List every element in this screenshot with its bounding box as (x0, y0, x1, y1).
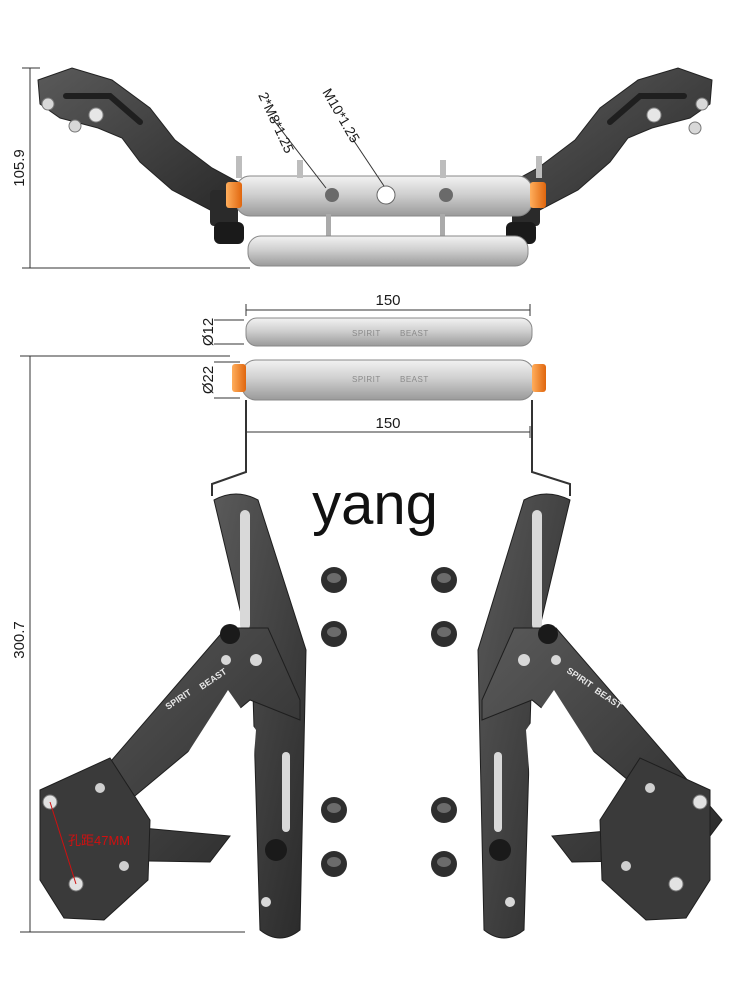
right-bracket: SPIRIT BEAST (477, 400, 723, 939)
bar22-brand-right: BEAST (400, 375, 429, 384)
dimension-label-bar22-length: 150 (375, 415, 400, 432)
left-arm-top (37, 67, 244, 244)
grommet (431, 851, 457, 877)
grommet (321, 621, 347, 647)
grommet (321, 797, 347, 823)
dimension-label-bar22-diameter: Ø22 (200, 366, 217, 394)
dimension-label-total-height: 300.7 (11, 621, 28, 659)
callout-m10: M10*1.25 (319, 86, 385, 187)
grommet-set (321, 567, 457, 877)
bar22-brand-left: SPIRIT (352, 375, 381, 384)
bar12-brand-right: BEAST (400, 329, 429, 338)
bar-12mm: 150 SPIRIT BEAST Ø12 (200, 292, 533, 347)
grommet (431, 567, 457, 593)
watermark-text: yang (312, 472, 438, 537)
grommet (321, 851, 347, 877)
assembled-view: 105.9 (11, 67, 713, 269)
dimension-label-bar12-length: 150 (375, 292, 400, 309)
bar-22mm: SPIRIT BEAST Ø22 150 (200, 359, 546, 438)
dimension-label-bar12-diameter: Ø12 (200, 318, 217, 346)
hole-spacing-label: 孔距47MM (68, 833, 130, 848)
left-bracket: SPIRIT BEAST 孔距47MM (39, 400, 307, 939)
grommet (431, 621, 457, 647)
dimension-label-top-height: 105.9 (11, 149, 28, 187)
callout-m8: 2*M8*1.25 (255, 90, 327, 189)
crossbar-top (226, 156, 546, 267)
dimension-top-height: 105.9 (11, 67, 250, 269)
grommet (321, 567, 347, 593)
dimension-total-height: 300.7 (11, 355, 245, 933)
callout-label-m10: M10*1.25 (319, 86, 363, 146)
callout-label-m8: 2*M8*1.25 (255, 90, 297, 156)
bar12-brand-left: SPIRIT (352, 329, 381, 338)
grommet (431, 797, 457, 823)
